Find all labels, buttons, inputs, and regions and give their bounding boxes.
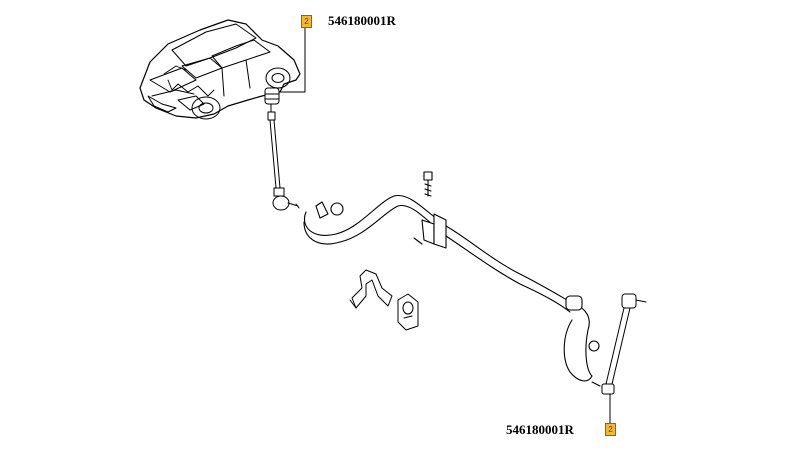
part-number-label-upper[interactable]: 546180001R [328, 13, 396, 28]
callout-badge-lower[interactable]: 2 [605, 423, 616, 436]
stabilizer-link-lower [591, 293, 647, 431]
stabilizer-link-upper [264, 27, 306, 211]
rubber-bushing [397, 293, 419, 331]
stabilizer-bar [303, 171, 600, 382]
part-number-label-lower[interactable]: 546180001R [506, 422, 574, 437]
mounting-clamp [349, 269, 393, 309]
callout-leader-upper [275, 27, 306, 93]
callout-badge-upper[interactable]: 2 [301, 15, 312, 28]
vehicle-locator-illustration [139, 19, 301, 120]
